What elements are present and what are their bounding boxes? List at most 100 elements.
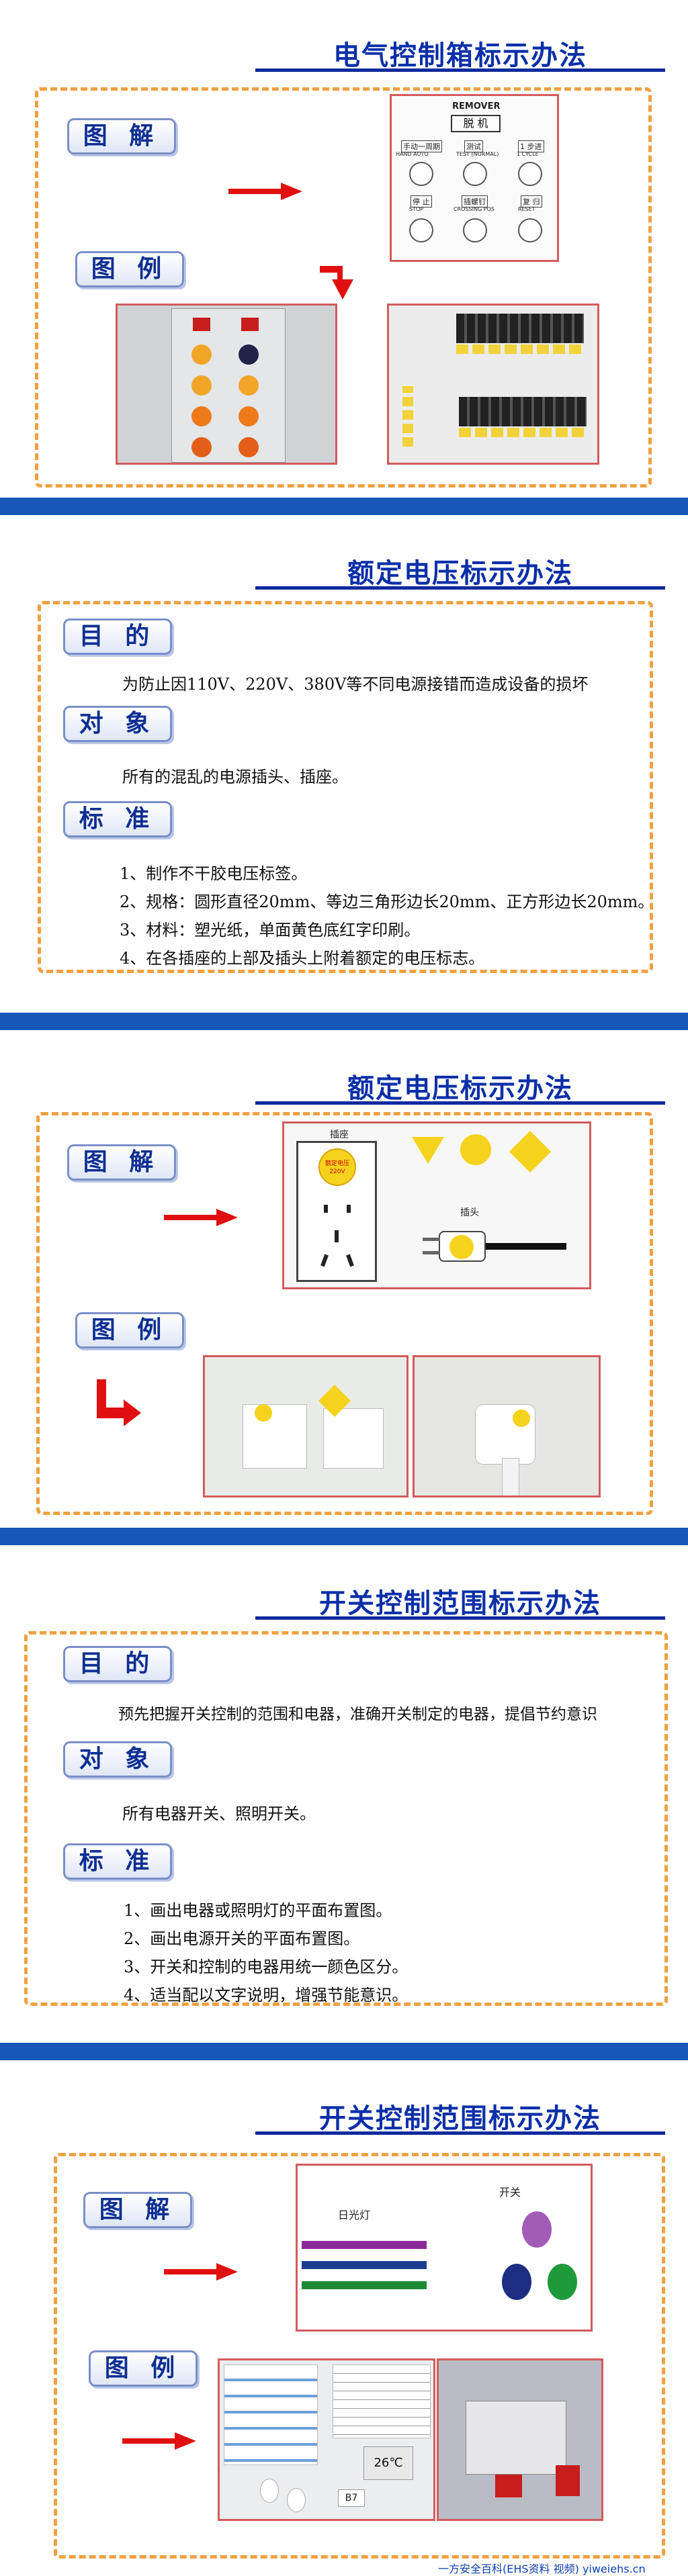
red-switch-label-icon	[495, 2475, 522, 2497]
panel-row2-sub-b: CROSSING POS	[454, 206, 494, 212]
dashed-frame	[24, 1631, 668, 2006]
panel-button	[409, 162, 433, 186]
orange-light-icon	[191, 344, 212, 365]
purpose-text: 预先把握开关控制的范围和电器，准确开关制定的电器，提倡节约意识	[118, 1706, 597, 1723]
panel-row1-sub-a: HAND AUTO	[396, 151, 429, 157]
plug-cable	[502, 1458, 519, 1496]
panel-row1-a: 手动一周期	[401, 140, 442, 152]
wall-switch	[260, 2479, 279, 2503]
example-label: 图 例	[89, 2350, 198, 2387]
panel-row2-sub-a: STOP	[409, 206, 424, 212]
standard-item: 3、材料：塑光纸，单面黄色底红字印刷。	[120, 921, 421, 939]
title-rule	[255, 1616, 665, 1620]
socket-hole	[320, 1254, 329, 1267]
standard-item: 4、适当配以文字说明，增强节能意识。	[124, 1986, 408, 2005]
plug-prong	[423, 1251, 440, 1254]
orange-light-icon	[191, 406, 212, 426]
socket-drawing: 额定电压 220V	[296, 1141, 377, 1282]
terminal-labels	[402, 386, 413, 447]
sticker-value: 220V	[329, 1168, 345, 1175]
red-arrow-icon	[164, 2263, 238, 2281]
wall-socket	[323, 1408, 384, 1469]
standard-item: 1、画出电器或照明灯的平面布置图。	[124, 1901, 392, 1920]
plug-cable	[486, 1243, 566, 1250]
standard-label: 标 准	[63, 1843, 172, 1880]
terminal-block-photo	[387, 304, 599, 465]
panel-button	[463, 218, 487, 242]
triangle-sticker-icon	[412, 1137, 444, 1164]
standard-item: 4、在各插座的上部及插头上附着额定的电压标志。	[120, 949, 485, 968]
red-switch-icon	[241, 318, 259, 331]
voltage-sticker-icon	[255, 1404, 272, 1422]
slide-title: 开关控制范围标示办法	[319, 2103, 601, 2134]
orange-light-icon	[239, 375, 259, 396]
red-switch-label-icon	[556, 2465, 580, 2496]
title-rule	[255, 68, 665, 72]
terminal-labels	[459, 428, 587, 437]
slide-bottom-band	[0, 1528, 688, 1545]
socket-hole	[324, 1205, 328, 1213]
red-arrow-icon	[122, 2432, 196, 2450]
object-text: 所有的混乱的电源插头、插座。	[122, 768, 348, 786]
panel-row1-c: 1 步进	[518, 140, 544, 152]
panel-row1-b: 测试	[464, 140, 483, 152]
watermark: 一方安全百科(EHS资料 视频) yiweiehs.cn	[438, 2563, 646, 2575]
orange-light-icon	[239, 406, 259, 426]
panel-button	[409, 218, 433, 242]
standard-item: 3、开关和控制的电器用统一颜色区分。	[124, 1958, 408, 1976]
slide-title: 额定电压标示办法	[347, 1073, 573, 1104]
voltage-sticker-icon	[513, 1410, 530, 1427]
slide-switch-range-examples: 开关控制范围标示办法 图 解 日光灯 开关 图 例 26℃ B7 一方安全	[0, 2060, 688, 2576]
diagram-label: 图 解	[83, 2192, 192, 2228]
control-box-photo	[116, 304, 337, 465]
lamp-bar-purple	[302, 2241, 427, 2249]
slide-title: 电气控制箱标示办法	[333, 40, 587, 71]
thermostat-temp: 26℃	[374, 2456, 403, 2470]
dashed-frame	[38, 601, 653, 973]
slide-bottom-band	[0, 498, 688, 515]
switch-plan-photo: 26℃ B7	[218, 2358, 435, 2521]
socket-hole	[347, 1205, 351, 1213]
socket-hole	[346, 1254, 354, 1267]
red-turn-arrow-icon	[97, 1379, 141, 1426]
standard-label: 标 准	[63, 801, 172, 837]
switch-range-diagram: 日光灯 开关	[296, 2164, 593, 2332]
slide-title: 开关控制范围标示办法	[319, 1588, 601, 1619]
voltage-label-diagram: 插座 额定电压 220V 插头	[282, 1121, 591, 1289]
standard-item: 1、制作不干胶电压标签。	[120, 864, 308, 883]
panel-row2-a: 停 止	[411, 195, 432, 208]
switch-purple-icon	[522, 2211, 552, 2248]
dashed-frame	[35, 87, 652, 488]
slide-rated-voltage-rules: 额定电压标示办法 目 的 为防止因110V、220V、380V等不同电源接错而造…	[0, 515, 688, 1030]
red-turn-arrow-icon	[320, 266, 353, 300]
diamond-sticker-icon	[509, 1130, 552, 1173]
panel-brand: REMOVER	[452, 101, 501, 111]
slide-electric-control-box: 电气控制箱标示办法 图 解 REMOVER 脱 机 手动一周期 测试 1 步进 …	[0, 0, 688, 515]
red-switch-icon	[193, 318, 210, 331]
plug-photo	[413, 1355, 601, 1498]
plug-label: 插头	[460, 1207, 479, 1218]
panel-row2-c: 复 归	[521, 195, 542, 208]
panel-row1-sub-c: 1 CYCLE	[517, 151, 539, 157]
plug-prong	[423, 1238, 440, 1241]
panel-name-plate: 脱 机	[451, 115, 501, 132]
wall-socket	[243, 1404, 307, 1469]
terminal-labels	[456, 344, 584, 354]
control-panel-diagram: REMOVER 脱 机 手动一周期 测试 1 步进 HAND AUTO TEST…	[390, 94, 559, 262]
switch-blue-icon	[502, 2264, 531, 2300]
wall-switch	[287, 2488, 306, 2512]
switch-label: 开关	[499, 2186, 521, 2199]
orange-light-icon	[239, 437, 259, 457]
object-label: 对 象	[63, 706, 172, 742]
switch-plate	[466, 2401, 566, 2475]
socket-photo	[203, 1355, 408, 1498]
purpose-label: 目 的	[63, 618, 172, 655]
switch-panel-photo	[437, 2358, 603, 2521]
voltage-sticker-icon: 额定电压 220V	[318, 1148, 356, 1186]
example-label: 图 例	[75, 1312, 184, 1348]
lamp-bar-green	[302, 2281, 427, 2289]
switch-green-icon	[548, 2264, 577, 2300]
slide-bottom-band	[0, 1013, 688, 1030]
room-number: B7	[345, 2493, 358, 2503]
slide-switch-range-rules: 开关控制范围标示办法 目 的 预先把握开关控制的范围和电器，准确开关制定的电器，…	[0, 1545, 688, 2060]
